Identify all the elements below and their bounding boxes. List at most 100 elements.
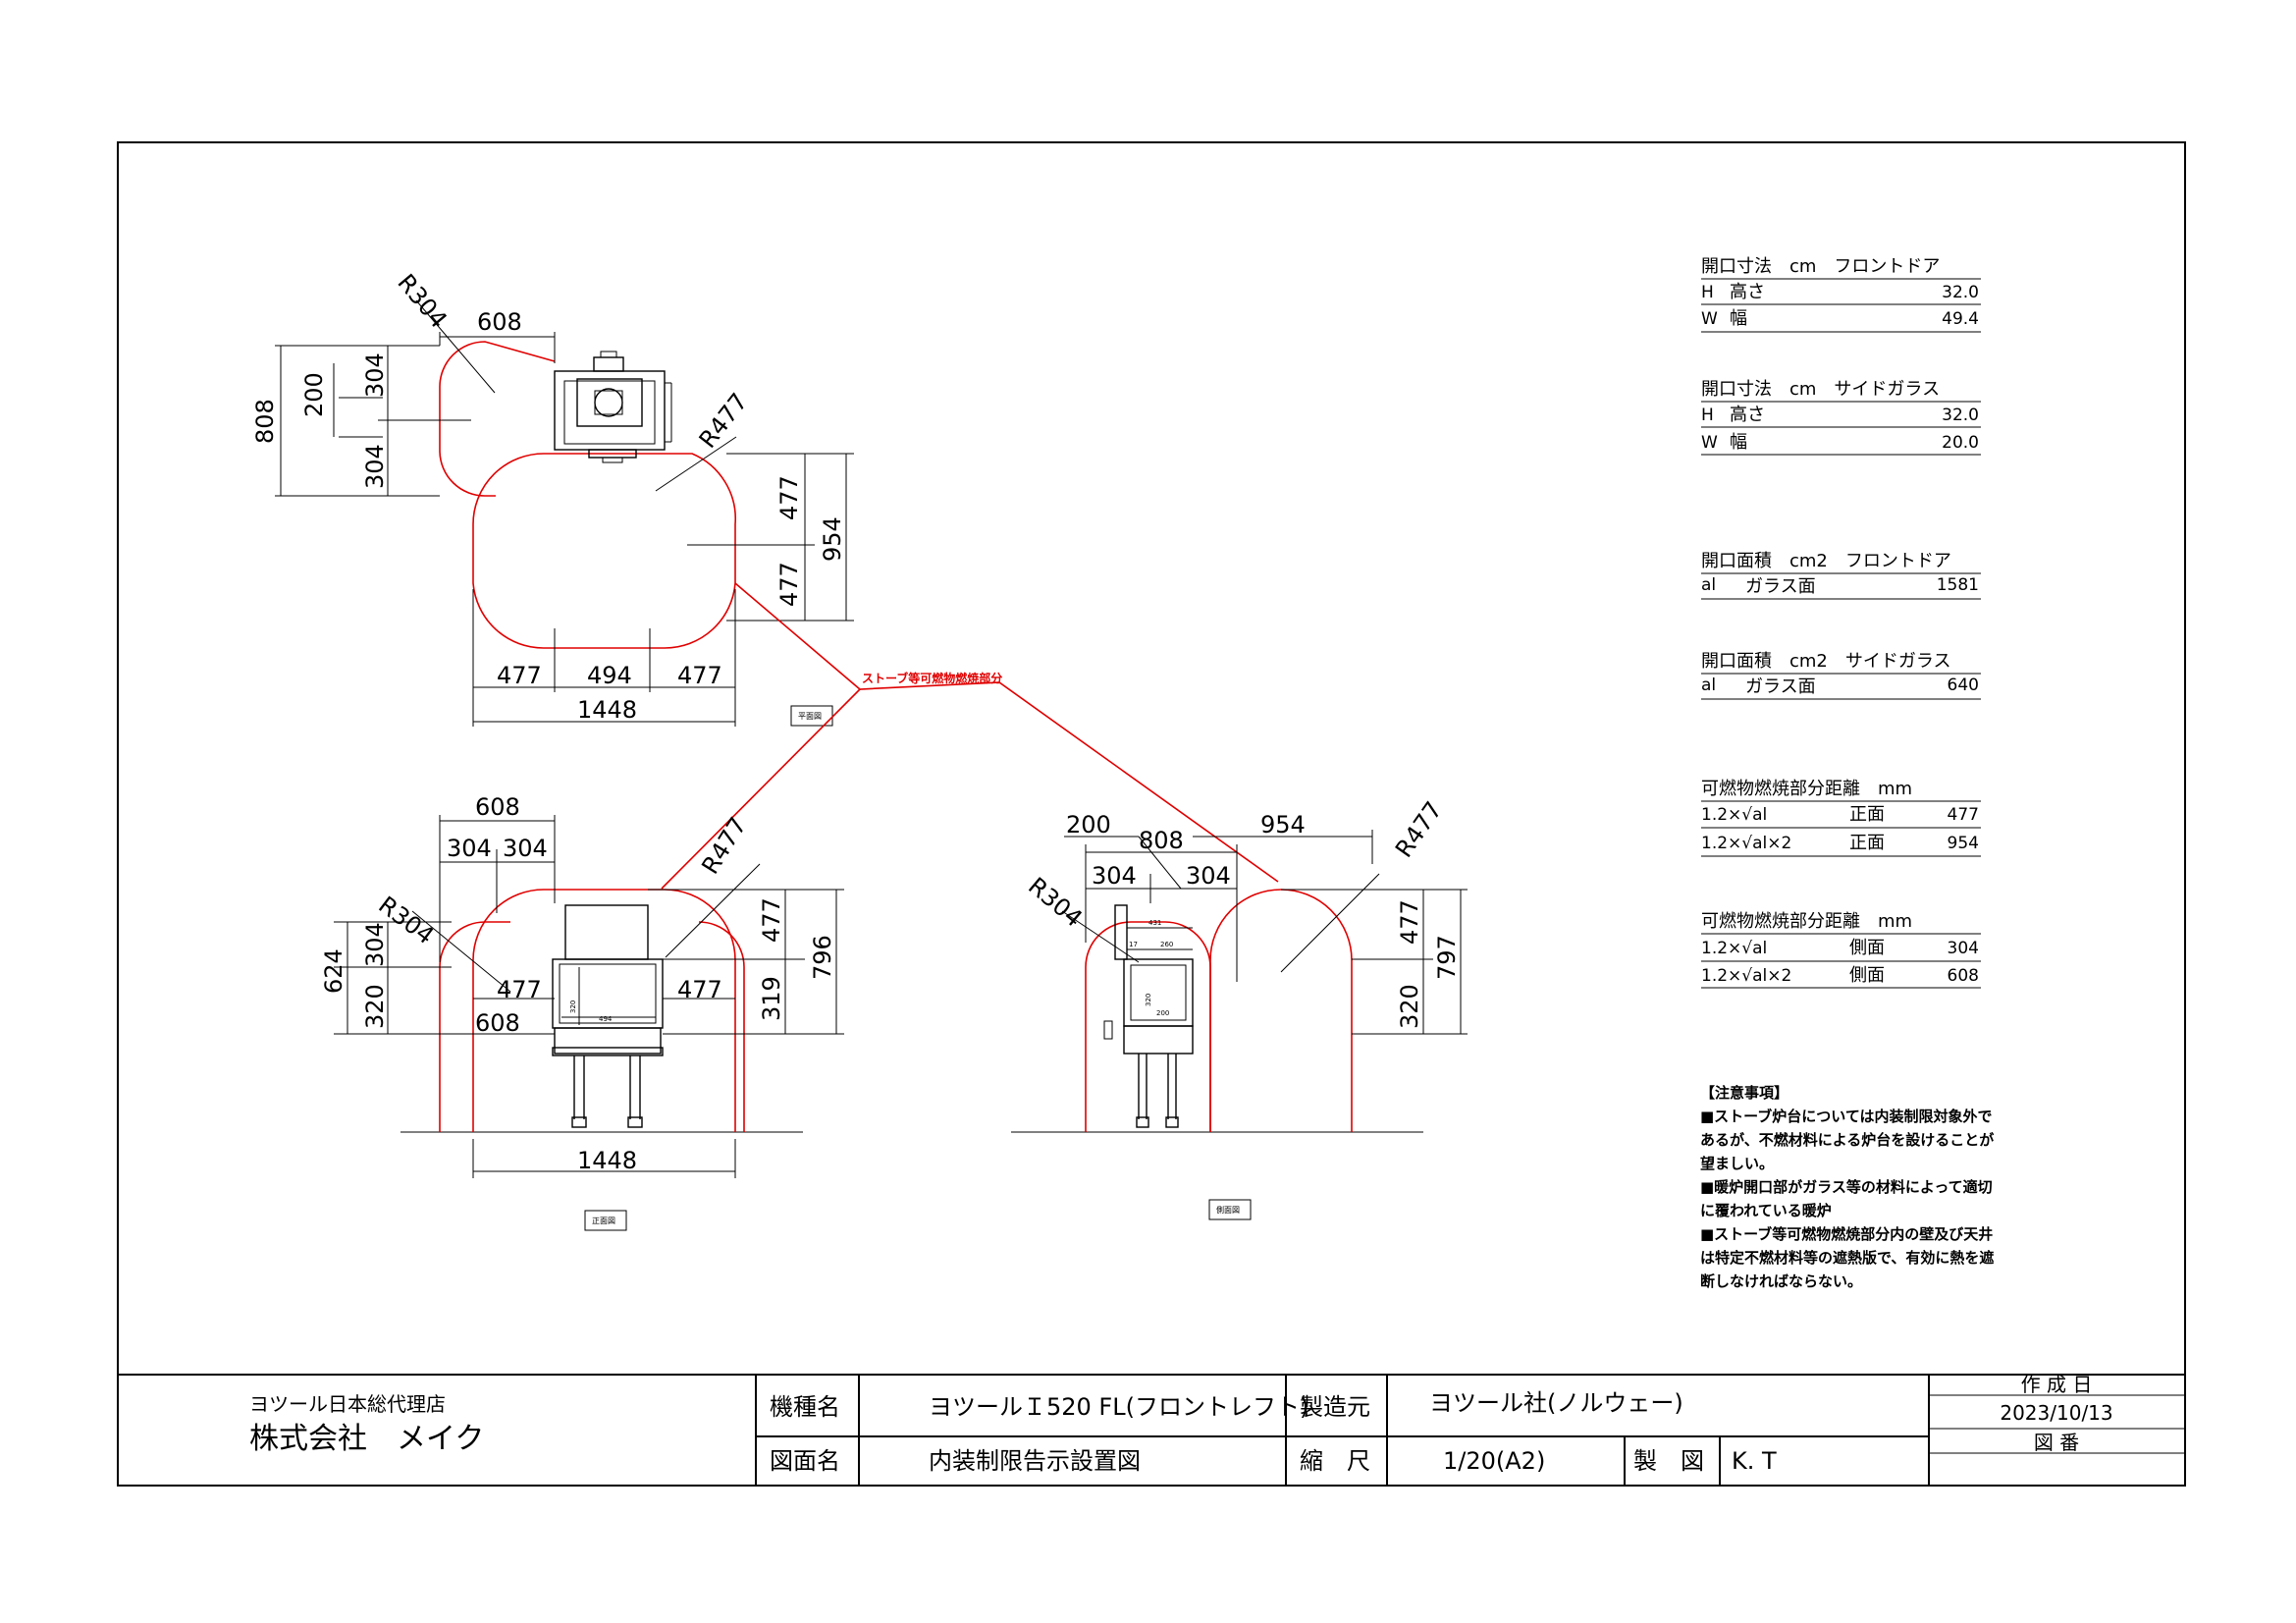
side-200-label: 200 bbox=[1066, 811, 1111, 839]
plan-b494-label: 494 bbox=[587, 662, 632, 689]
side-inner-320: 320 bbox=[1145, 994, 1152, 1006]
side-small-arch bbox=[1085, 921, 1211, 1132]
side-r477-label: R477 bbox=[1390, 796, 1448, 862]
front-624-label: 624 bbox=[320, 948, 347, 994]
spec-side-glass-heading: 開口寸法 cm サイドガラス bbox=[1701, 379, 1940, 400]
spec-side-glass-h-name: 高さ bbox=[1730, 405, 1765, 425]
spec-dist-side-value-2: 608 bbox=[1948, 966, 1979, 986]
front-304b-label: 304 bbox=[503, 835, 548, 862]
notes-line-1: ■ストーブ炉台については内装制限対象外で bbox=[1700, 1108, 1993, 1125]
side-477-label: 477 bbox=[1396, 899, 1423, 945]
company-name: 株式会社 メイク bbox=[249, 1422, 484, 1456]
front-304a-label: 304 bbox=[447, 835, 492, 862]
spec-dist-front-heading: 可燃物燃焼部分距離 mm bbox=[1701, 779, 1912, 799]
side-inner-260: 260 bbox=[1160, 941, 1173, 948]
side-inner-200: 200 bbox=[1156, 1009, 1169, 1017]
spec-front-door-h-key: H bbox=[1701, 283, 1714, 302]
spec-side-glass-w-key: W bbox=[1701, 433, 1718, 453]
spec-area-front-value: 1581 bbox=[1937, 575, 1979, 595]
front-1448-label: 1448 bbox=[577, 1147, 637, 1174]
plan-477a-label: 477 bbox=[775, 475, 803, 520]
front-stove: 320 494 bbox=[552, 904, 664, 1128]
front-inner-320: 320 bbox=[569, 1001, 577, 1013]
spec-front-door-h-value: 32.0 bbox=[1942, 283, 1979, 302]
spec-dist-side-value-1: 304 bbox=[1948, 939, 1979, 958]
side-inner-17: 17 bbox=[1129, 941, 1138, 948]
caution-notes: 【注意事項】 ■ストーブ炉台については内装制限対象外で あるが、不燃材料による炉… bbox=[1700, 1084, 1995, 1290]
front-319-label: 319 bbox=[758, 976, 785, 1021]
model-label: 機種名 bbox=[770, 1393, 840, 1421]
drafter-value: K. T bbox=[1732, 1447, 1777, 1475]
spec-side-glass-w-name: 幅 bbox=[1730, 432, 1747, 453]
side-stove-hood bbox=[1114, 904, 1128, 960]
notes-line-2: あるが、不燃材料による炉台を設けることが bbox=[1700, 1131, 1995, 1149]
spec-dist-front-dir-1: 正面 bbox=[1849, 804, 1885, 825]
side-304a-label: 304 bbox=[1092, 862, 1137, 890]
front-i477b-label: 477 bbox=[677, 976, 722, 1003]
red-zone-label: ストーブ等可燃物燃焼部分 bbox=[862, 671, 1002, 685]
plan-b477b-label: 477 bbox=[677, 662, 722, 689]
notes-line-4: ■暖炉開口部がガラス等の材料によって適切 bbox=[1700, 1178, 1993, 1196]
spec-front-door-heading: 開口寸法 cm フロントドア bbox=[1701, 256, 1940, 277]
spec-area-front-name: ガラス面 bbox=[1745, 576, 1816, 597]
plan-1448-label: 1448 bbox=[577, 696, 637, 724]
spec-dist-front-dir-2: 正面 bbox=[1849, 833, 1885, 853]
spec-area-side-key: al bbox=[1701, 676, 1716, 695]
notes-line-8: 断しなければならない。 bbox=[1700, 1272, 1862, 1290]
plan-304b-label: 304 bbox=[361, 444, 389, 489]
drawing-number-label: 図 番 bbox=[2034, 1431, 2079, 1454]
model-value: ヨツールＩ520 FL(フロントレフト) bbox=[929, 1393, 1308, 1421]
drafter-label: 製 図 bbox=[1633, 1447, 1704, 1475]
maker-label: 製造元 bbox=[1300, 1393, 1370, 1421]
side-view: 431 17 260 320 200 200 808 304 304 954 R… bbox=[1011, 796, 1468, 1220]
front-304-label: 304 bbox=[361, 922, 389, 967]
spec-front-door-h-name: 高さ bbox=[1730, 282, 1765, 302]
plan-r304-label: R304 bbox=[392, 269, 453, 334]
plan-477b-label: 477 bbox=[775, 562, 803, 607]
front-view-tag: 正面図 bbox=[592, 1217, 615, 1225]
side-797-label: 797 bbox=[1433, 935, 1461, 980]
side-stove: 431 17 260 320 200 bbox=[1103, 904, 1194, 1128]
spec-area-side-value: 640 bbox=[1948, 676, 1979, 695]
front-477-label: 477 bbox=[758, 897, 785, 943]
front-stove-hood bbox=[564, 904, 649, 960]
plan-view-tag: 平面図 bbox=[798, 712, 822, 721]
plan-304a-label: 304 bbox=[361, 352, 389, 398]
side-r304-label: R304 bbox=[1023, 872, 1088, 933]
plan-808-label: 808 bbox=[251, 399, 279, 444]
front-small-arch-right bbox=[698, 921, 745, 1132]
spec-dist-front-formula-2: 1.2×√al×2 bbox=[1701, 834, 1791, 853]
drawing-label: 図面名 bbox=[770, 1447, 840, 1475]
spec-dist-front-formula-1: 1.2×√al bbox=[1701, 805, 1767, 825]
drawing-value: 内装制限告示設置図 bbox=[929, 1447, 1141, 1475]
spec-dist-side-formula-1: 1.2×√al bbox=[1701, 939, 1767, 958]
spec-side-glass-w-value: 20.0 bbox=[1942, 433, 1979, 453]
spec-dist-side-heading: 可燃物燃焼部分距離 mm bbox=[1701, 911, 1912, 932]
notes-line-7: は特定不燃材料等の遮熱版で、有効に熱を遮 bbox=[1700, 1249, 1994, 1267]
spec-front-door-w-name: 幅 bbox=[1730, 308, 1747, 329]
plan-large-clearance-outline bbox=[472, 453, 737, 649]
spec-area-front-heading: 開口面積 cm2 フロントドア bbox=[1701, 551, 1951, 571]
side-304b-label: 304 bbox=[1186, 862, 1231, 890]
spec-dist-front-value-2: 954 bbox=[1948, 834, 1979, 853]
spec-side-glass-h-key: H bbox=[1701, 406, 1714, 425]
plan-b477a-label: 477 bbox=[497, 662, 542, 689]
spec-side-glass-h-value: 32.0 bbox=[1942, 406, 1979, 425]
side-808-label: 808 bbox=[1139, 827, 1184, 854]
spec-dist-side-dir-1: 側面 bbox=[1849, 938, 1885, 958]
plan-r477-label: R477 bbox=[694, 388, 754, 453]
front-view: 320 494 608 304 304 R477 R304 624 304 32… bbox=[320, 793, 844, 1231]
plan-view: R304 R477 608 808 200 304 304 477 477 95… bbox=[251, 269, 854, 727]
maker-value: ヨツール社(ノルウェー) bbox=[1429, 1389, 1683, 1417]
notes-line-5: に覆われている暖炉 bbox=[1700, 1202, 1832, 1219]
plan-200-label: 200 bbox=[300, 372, 328, 417]
front-inner-494: 494 bbox=[599, 1015, 613, 1023]
spec-tables: 開口寸法 cm フロントドア H 高さ 32.0 W 幅 49.4 開口寸法 c… bbox=[1701, 256, 1981, 989]
scale-value: 1/20(A2) bbox=[1443, 1447, 1545, 1475]
sheet-border bbox=[117, 141, 2186, 1487]
side-view-tag: 側面図 bbox=[1216, 1205, 1240, 1215]
plan-stove bbox=[554, 351, 672, 463]
spec-front-door-w-value: 49.4 bbox=[1942, 309, 1979, 329]
title-block: ヨツール日本総代理店 株式会社 メイク 機種名 ヨツールＩ520 FL(フロント… bbox=[118, 1373, 2185, 1486]
front-i477a-label: 477 bbox=[497, 976, 542, 1003]
